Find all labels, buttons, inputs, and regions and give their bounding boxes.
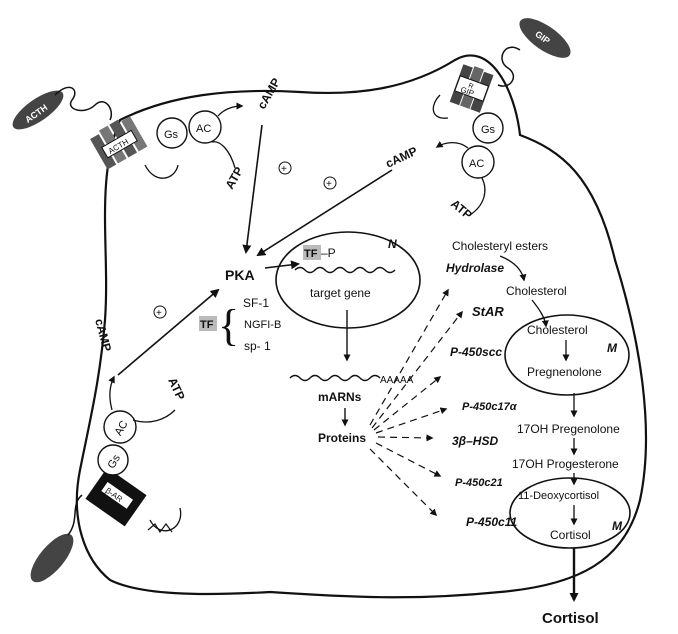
ac-to-camp-top-left	[218, 106, 242, 116]
star-label: StAR	[472, 304, 504, 319]
gip-ligand: GIP	[514, 11, 577, 65]
nucleus-label: N	[388, 237, 397, 251]
camp-bottom-left: cAMP	[92, 317, 114, 353]
mito-1-label: M	[607, 341, 618, 355]
camp-to-pka-arrow-1	[246, 125, 262, 252]
oh17-prog-label: 17OH Progesterone	[512, 457, 619, 471]
beta-receptor-loop	[150, 508, 181, 531]
tf-label: TF	[200, 319, 214, 331]
p450c17a-label: P-450c17α	[462, 401, 518, 413]
atp-top-left: ATP	[222, 164, 246, 191]
ac-to-camp-top-right	[437, 143, 468, 148]
ngfib-label: NGFI-B	[244, 319, 281, 331]
cholesteryl-esters-label: Cholesteryl esters	[452, 239, 548, 253]
gs-top-left-label: Gs	[164, 129, 179, 141]
tf-phospho-label: –P	[321, 246, 336, 260]
sf1-label: SF-1	[243, 296, 269, 310]
tf-p-label: TF	[304, 248, 318, 260]
cholesterol-inner-label: Cholesterol	[527, 323, 588, 337]
cortisol-out-label: Cortisol	[542, 610, 599, 627]
oh17-preg-label: 17OH Pregenolone	[517, 422, 620, 436]
mito-2-label: M	[612, 519, 623, 533]
deoxycortisol-label: 11-Deoxycortisol	[518, 490, 599, 502]
cortisol-inner-label: Cortisol	[550, 528, 591, 542]
pka-to-nucleus-arrow	[265, 264, 298, 268]
acth-receptor: ACTH	[90, 116, 147, 169]
plus-sign-1-label: +	[281, 164, 287, 175]
beta-ligand	[24, 527, 81, 588]
sp1-label: sp- 1	[244, 339, 271, 353]
p450c21-label: P-450c21	[455, 477, 503, 489]
gip-receptor-loop	[433, 95, 448, 118]
p450c11-label: P-450c11	[466, 515, 517, 529]
p450scc-label: P-450scc	[450, 345, 502, 359]
dashed-arrows	[370, 290, 462, 515]
nucleus	[276, 232, 420, 328]
pregnenolone-label: Pregnenolone	[527, 365, 602, 379]
hydrolase-label: Hydrolase	[446, 261, 504, 275]
plus-sign-3-label: +	[156, 308, 162, 319]
target-gene-label: target gene	[310, 286, 371, 300]
atp-curve-top-left	[212, 142, 235, 168]
cholesterol-outer-label: Cholesterol	[506, 284, 567, 298]
gip-chain	[498, 47, 520, 86]
aaaaa-label: AAAAA	[380, 375, 414, 386]
camp-to-pka-arrow-3	[118, 290, 218, 375]
plus-sign-2-label: +	[326, 179, 332, 190]
hsd-label: 3β–HSD	[452, 434, 498, 448]
atp-bottom-left: ATP	[165, 375, 187, 402]
gip-receptor: R GIP	[450, 64, 494, 113]
dna-strand	[295, 268, 395, 273]
pka-label: PKA	[225, 267, 255, 283]
ac-top-right-label: AC	[469, 158, 484, 170]
acth-chain	[55, 87, 111, 120]
atp-top-right: ATP	[448, 197, 475, 223]
atp-curve-bottom-left	[133, 410, 175, 422]
mrna-strand	[290, 376, 380, 381]
camp-top-left: cAMP	[254, 76, 283, 112]
tf-brace: {	[218, 301, 239, 350]
proteins-label: Proteins	[318, 431, 366, 445]
ac-top-left-label: AC	[196, 123, 211, 135]
camp-top-right: cAMP	[383, 144, 419, 171]
beta-receptor: β-AR	[85, 468, 146, 527]
ac-to-camp-bottom-left	[110, 377, 114, 410]
gs-top-right-label: Gs	[481, 124, 496, 136]
marns-label: mARNs	[318, 390, 362, 404]
acth-receptor-loop	[145, 165, 178, 178]
